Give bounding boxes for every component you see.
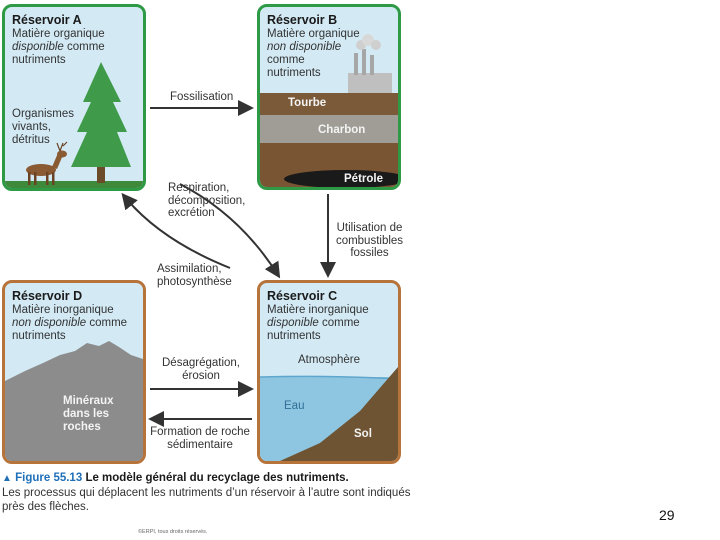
reservoir-a-title: Réservoir A	[12, 13, 82, 27]
label-water: Eau	[284, 400, 305, 412]
process-fossil-fuels: Utilisation de combustibles fossiles	[335, 222, 404, 259]
reservoir-b-description: Matière organique non disponible comme n…	[267, 28, 360, 79]
coal-layer	[260, 115, 398, 143]
emphasis-available: disponible	[12, 41, 64, 53]
reservoir-d-illustration	[5, 341, 143, 461]
arrow-respiration	[121, 192, 231, 269]
reservoir-b-illustration	[260, 34, 398, 187]
reservoir-b-title: Réservoir B	[267, 13, 338, 27]
reservoir-a: Réservoir A Matière organique disponible…	[2, 4, 146, 191]
page-number: 29	[659, 507, 675, 523]
reservoir-c-illustration	[260, 367, 398, 461]
label-minerals: Minéraux dans les roches	[63, 395, 114, 433]
factory-icon	[348, 34, 392, 95]
reservoir-c-description: Matière inorganique disponible comme nut…	[267, 304, 369, 342]
figure-number: Figure 55.13	[15, 472, 83, 484]
label-organisms: Organismes vivants, détritus	[12, 108, 74, 146]
triangle-icon: ▲	[2, 473, 12, 484]
label-oil: Pétrole	[344, 173, 383, 185]
reservoir-c-title: Réservoir C	[267, 289, 338, 303]
oil-deposit	[284, 170, 398, 187]
process-sedimentary: Formation de roche sédimentaire	[150, 426, 250, 451]
tree-icon	[71, 62, 131, 183]
mountain-shape	[5, 341, 143, 461]
reservoir-a-illustration	[5, 62, 143, 188]
reservoir-d-description: Matière inorganique non disponible comme…	[12, 304, 128, 342]
figure-caption: ▲ Figure 55.13 Le modèle général du recy…	[2, 471, 412, 514]
copyright-notice: ©ERPI, tous droits réservés.	[138, 529, 208, 535]
process-respiration: Respiration, décomposition, excrétion	[168, 182, 246, 219]
emphasis-available: disponible	[267, 317, 319, 329]
reservoir-b: Réservoir B Matière organique non dispon…	[257, 4, 401, 190]
reservoir-d-title: Réservoir D	[12, 289, 83, 303]
process-weathering: Désagrégation, érosion	[162, 357, 240, 382]
reservoir-d: Réservoir D Matière inorganique non disp…	[2, 280, 146, 464]
label-peat: Tourbe	[288, 97, 327, 109]
process-assimilation: Assimilation, photosynthèse	[157, 263, 232, 288]
arrow-assimilation	[179, 183, 281, 279]
reservoir-a-description: Matière organique disponible comme nutri…	[12, 28, 105, 66]
deer-icon	[26, 141, 68, 185]
soil-area	[280, 367, 398, 461]
figure-caption-text: Les processus qui déplacent les nutrimen…	[2, 487, 411, 513]
process-fossilisation: Fossilisation	[170, 91, 234, 103]
emphasis-not-available: non disponible	[267, 41, 342, 53]
reservoir-c: Réservoir C Matière inorganique disponib…	[257, 280, 401, 464]
label-atmosphere: Atmosphère	[298, 354, 361, 366]
label-soil: Sol	[354, 428, 372, 440]
emphasis-not-available: non disponible	[12, 317, 87, 329]
figure-title: Le modèle général du recyclage des nutri…	[85, 472, 349, 484]
label-coal: Charbon	[318, 124, 366, 136]
peat-layer	[260, 93, 398, 115]
